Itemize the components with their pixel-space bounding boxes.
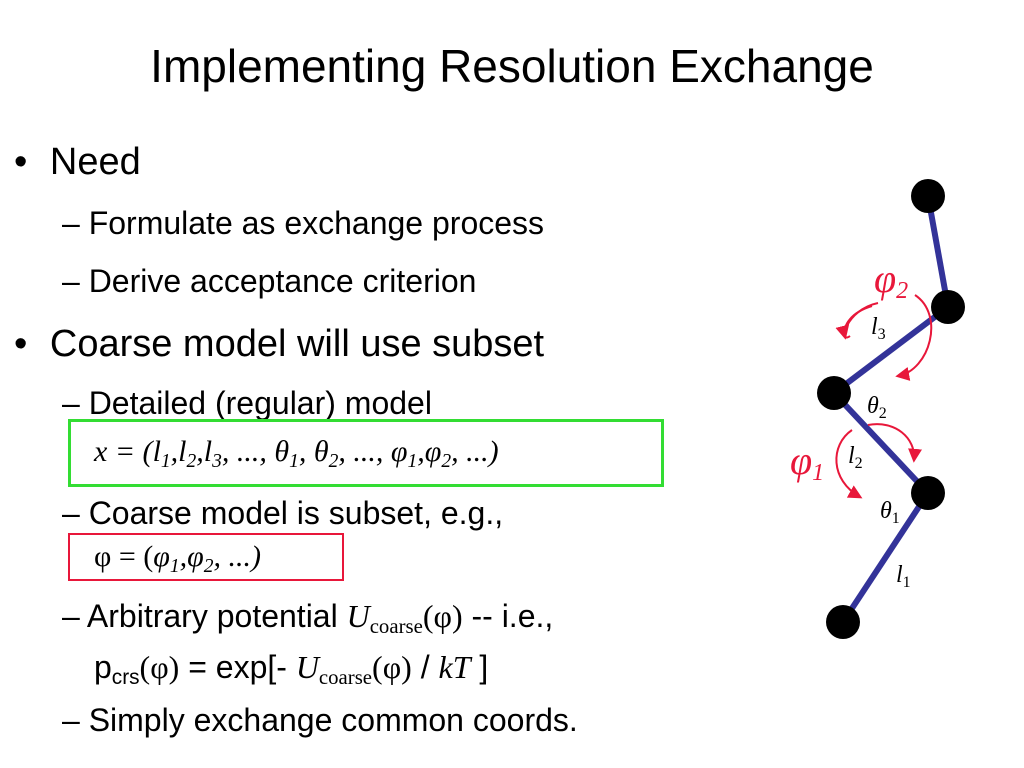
pcrs-p: p [94, 649, 112, 685]
eq-term: , [170, 435, 179, 468]
bullet-need: • Need [14, 140, 141, 184]
pcrs-sub: crs [111, 666, 140, 690]
eq-term: φ [187, 540, 204, 573]
eq-term: , [298, 435, 314, 468]
arbitrary-U-arg: (φ) [422, 598, 463, 634]
coarse-eq-box [68, 533, 344, 581]
eq-term: , [417, 435, 425, 468]
detailed-eq-lhs: x = ( [94, 435, 153, 468]
phi2-rotation-arrow [843, 294, 933, 376]
atom-2 [931, 290, 965, 324]
bullet-coarse-subset-text: Coarse model will use subset [49, 323, 545, 365]
label-l3: l3 [871, 314, 886, 343]
sub-bullet-simply: – Simply exchange common coords. [62, 702, 578, 738]
arbitrary-suffix: -- i.e., [462, 598, 554, 634]
eq-term: φ [424, 435, 442, 468]
atom-5 [826, 605, 860, 639]
sub-bullet-derive: – Derive acceptance criterion [62, 263, 477, 299]
bullet-marker: • [14, 141, 28, 183]
atom-1 [911, 179, 945, 213]
pcrs-arg: (φ) [139, 649, 180, 685]
pcrs-eq: = exp[- [179, 649, 296, 685]
eq-term: , [196, 435, 204, 468]
phi1-rotation-arrow-start [835, 429, 863, 499]
sub-bullet-formulate: – Formulate as exchange process [62, 205, 545, 241]
atom-4 [911, 476, 945, 510]
sub-bullet-detailed: – Detailed (regular) model [62, 385, 432, 421]
label-phi2: φ2 [874, 256, 908, 304]
eq-sub: 2 [328, 450, 339, 472]
eq-term: , ..., [221, 435, 275, 468]
eq-term: θ [274, 435, 290, 468]
eq-term: l [203, 435, 213, 468]
eq-sub: 3 [212, 450, 222, 472]
phi2-rotation-arrow-start [835, 305, 873, 340]
eq-sub: 2 [186, 450, 197, 472]
bullet-marker: • [14, 323, 28, 365]
sub-bullet-coarse-is-subset: – Coarse model is subset, e.g., [62, 495, 504, 531]
eq-term: φ [390, 435, 408, 468]
pcrs-equation: pcrs(φ) = exp[- Ucoarse(φ) / kT ] [94, 648, 489, 690]
phi1-rotation-arrow [867, 423, 922, 463]
eq-sub: 2 [203, 555, 214, 577]
pcrs-U-arg: (φ) [372, 649, 412, 685]
label-l2: l2 [848, 443, 863, 472]
detailed-eq-box [68, 419, 664, 487]
arbitrary-U-sub: coarse [369, 615, 423, 639]
eq-sub: 1 [169, 555, 180, 577]
arbitrary-prefix: – Arbitrary potential [62, 598, 347, 634]
pcrs-U-sub: coarse [318, 666, 373, 690]
detailed-equation: x = (l1,l2,l3, ..., θ1, θ2, ..., φ1,φ2, … [94, 432, 499, 472]
bond-top [925, 195, 951, 308]
pcrs-kT: kT [438, 649, 471, 685]
slide-title: Implementing Resolution Exchange [150, 40, 874, 92]
eq-term: l [152, 435, 161, 468]
coarse-eq-lhs: φ = ( [94, 540, 154, 573]
pcrs-close: ] [470, 649, 489, 685]
bond-l1 [840, 491, 931, 624]
label-theta1: θ1 [880, 498, 900, 527]
bullet-coarse-subset: • Coarse model will use subset [14, 322, 544, 366]
eq-term: θ [313, 435, 329, 468]
bond-l2 [831, 390, 931, 496]
pcrs-div: / [411, 649, 439, 685]
eq-term: φ [153, 540, 170, 573]
bullet-need-text: Need [49, 141, 141, 183]
eq-sub: 1 [160, 450, 171, 472]
eq-term: , [179, 540, 188, 573]
coarse-equation: φ = (φ1,φ2, ...) [94, 537, 261, 577]
eq-term: l [178, 435, 187, 468]
eq-term: , ...) [451, 435, 499, 468]
arbitrary-U: U [346, 598, 370, 634]
eq-sub: 1 [289, 450, 299, 472]
eq-sub: 2 [441, 450, 452, 472]
eq-sub: 1 [407, 450, 418, 472]
eq-term: , ..., [338, 435, 391, 468]
atom-3 [817, 376, 851, 410]
pcrs-U: U [295, 649, 319, 685]
bond-l3 [832, 304, 950, 396]
label-theta2: θ2 [867, 393, 887, 422]
eq-term: , ...) [213, 540, 261, 573]
sub-bullet-arbitrary: – Arbitrary potential Ucoarse(φ) -- i.e.… [62, 597, 554, 639]
label-l1: l1 [896, 562, 911, 591]
label-phi1: φ1 [790, 438, 824, 486]
